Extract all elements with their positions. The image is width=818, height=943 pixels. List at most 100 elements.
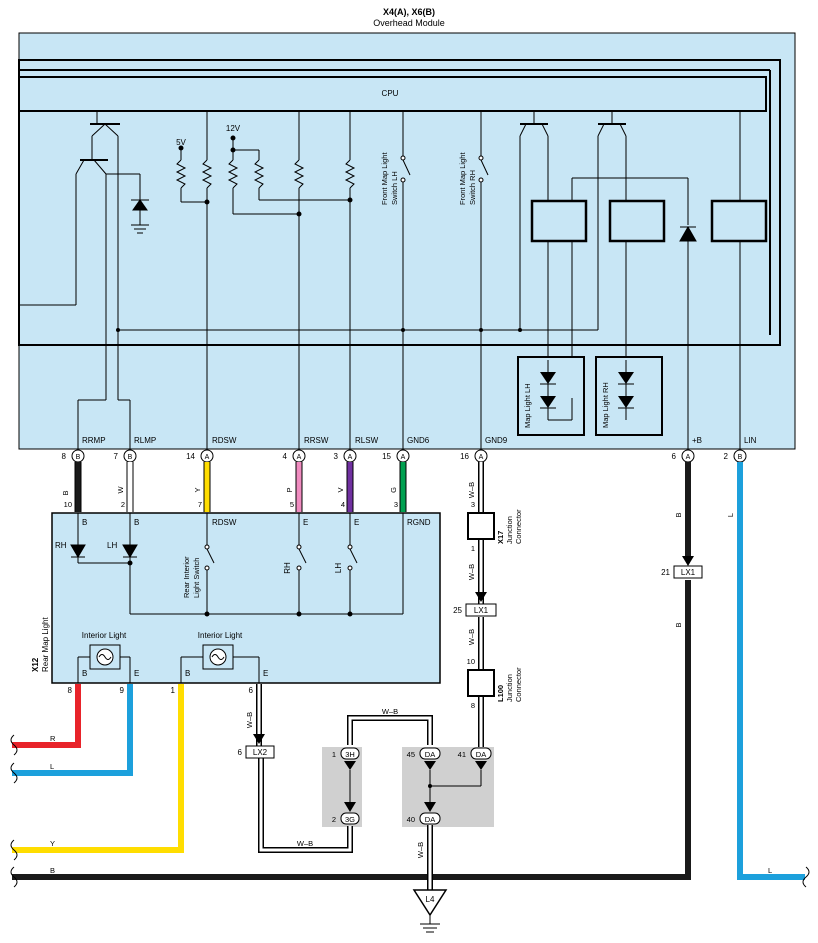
label-5v: 5V xyxy=(176,138,186,147)
svg-text:10: 10 xyxy=(467,657,475,666)
wire-code-y: Y xyxy=(193,487,202,492)
pin-label-rlsw: RLSW xyxy=(355,436,379,445)
svg-text:W–B: W–B xyxy=(297,839,313,848)
wb-chain-l100: W–B 10 xyxy=(467,617,484,670)
pin-label-rrmp: RRMP xyxy=(82,436,106,445)
interior-light-left: Interior Light B E xyxy=(77,631,139,683)
pin-label-rlmp: RLMP xyxy=(134,436,156,445)
svg-text:14: 14 xyxy=(186,452,195,461)
gnd9-wire: W–B 3 xyxy=(467,462,484,512)
wire-code-v: V xyxy=(336,487,345,492)
svg-text:9: 9 xyxy=(120,686,125,695)
label-l-lin: L xyxy=(726,513,735,517)
svg-text:3G: 3G xyxy=(345,815,355,824)
rear-lh-label: LH xyxy=(107,541,117,550)
svg-text:LX1: LX1 xyxy=(681,568,696,577)
label-b-bottom: B xyxy=(50,866,55,875)
svg-text:Interior Light: Interior Light xyxy=(198,631,243,640)
conn-3h: 3H 1 xyxy=(332,747,360,812)
pin-label-pb: +B xyxy=(692,436,702,445)
wire-red xyxy=(12,684,81,748)
pin-label-rdsw: RDSW xyxy=(212,436,237,445)
pin-label-lin: LIN xyxy=(744,436,757,445)
module-inner-frame xyxy=(18,59,781,346)
svg-text:8: 8 xyxy=(68,686,73,695)
wire-pin-b: 10 xyxy=(64,500,72,509)
label-b-lower: B xyxy=(674,622,683,627)
module-name: Overhead Module xyxy=(373,18,445,28)
junction-l100: L100 Junction Connector 8 xyxy=(467,667,523,710)
wire-pin-y: 7 xyxy=(198,500,202,509)
splice-lx1-right: LX1 21 xyxy=(661,556,703,579)
label-b-pb: B xyxy=(674,512,683,517)
svg-text:X17: X17 xyxy=(496,531,505,544)
svg-text:15: 15 xyxy=(382,452,391,461)
svg-text:1: 1 xyxy=(171,686,176,695)
svg-text:Interior Light: Interior Light xyxy=(82,631,127,640)
conn-3g: 3G 2 xyxy=(332,812,360,825)
lower-wire-labels: R L Y B L B L B xyxy=(50,512,772,875)
wire-pin-w: 2 xyxy=(121,500,125,509)
map-light-rh: Map Light RH xyxy=(595,356,663,436)
svg-text:1: 1 xyxy=(332,750,336,759)
wire-code-b: B xyxy=(61,490,70,495)
label-l-left: L xyxy=(50,762,54,771)
conn-da-40: DA 40 xyxy=(407,812,441,825)
svg-text:LX1: LX1 xyxy=(474,606,489,615)
wb-to-ground: W–B xyxy=(416,825,433,890)
conn-da-41: DA 41 xyxy=(428,747,492,788)
front-map-switches xyxy=(400,111,489,449)
label-l-right: L xyxy=(768,866,772,875)
svg-text:W–B: W–B xyxy=(245,712,254,728)
svg-text:LX2: LX2 xyxy=(253,748,268,757)
svg-text:DA: DA xyxy=(425,750,435,759)
svg-text:B: B xyxy=(82,518,87,527)
svg-text:8: 8 xyxy=(471,701,475,710)
svg-text:DA: DA xyxy=(425,815,435,824)
svg-text:B: B xyxy=(738,454,743,461)
wb-chain-x17: W–B xyxy=(467,540,487,604)
wire-pin-v: 4 xyxy=(341,500,345,509)
svg-text:16: 16 xyxy=(460,452,469,461)
svg-text:B: B xyxy=(185,669,190,678)
conn-da-45: DA 45 xyxy=(407,747,441,812)
wb-loop: W–B xyxy=(347,707,433,745)
wire-yellow xyxy=(12,684,184,853)
svg-text:25: 25 xyxy=(453,606,462,615)
svg-text:RDSW: RDSW xyxy=(212,518,237,527)
switch-rh-label: Front Map Light Switch RH xyxy=(458,150,477,205)
rear-map-terminals: B B RDSW E E RGND xyxy=(82,518,431,527)
svg-text:3: 3 xyxy=(471,500,475,509)
svg-text:4: 4 xyxy=(283,452,288,461)
svg-text:A: A xyxy=(348,454,353,461)
svg-text:L4: L4 xyxy=(426,895,435,904)
rear-bottom-pins: 8 9 1 6 xyxy=(68,686,254,695)
cpu-box xyxy=(18,76,767,112)
svg-text:3H: 3H xyxy=(345,750,355,759)
svg-text:E: E xyxy=(263,669,268,678)
svg-text:8: 8 xyxy=(62,452,67,461)
svg-text:45: 45 xyxy=(407,750,415,759)
transistor-left xyxy=(19,111,149,400)
svg-text:L100: L100 xyxy=(496,685,505,702)
label-r: R xyxy=(50,734,56,743)
svg-text:A: A xyxy=(205,454,210,461)
wire-code-g: G xyxy=(389,487,398,493)
svg-text:Junction Connector: Junction Connector xyxy=(505,667,523,702)
svg-text:E: E xyxy=(134,669,139,678)
svg-text:A: A xyxy=(297,454,302,461)
svg-text:6: 6 xyxy=(672,452,677,461)
wire-blue-right xyxy=(737,462,805,880)
wire-black-bottom xyxy=(12,580,691,880)
svg-text:A: A xyxy=(686,454,691,461)
label-y: Y xyxy=(50,839,55,848)
pin-label-rrsw: RRSW xyxy=(304,436,329,445)
rear-rh-label: RH xyxy=(55,541,67,550)
